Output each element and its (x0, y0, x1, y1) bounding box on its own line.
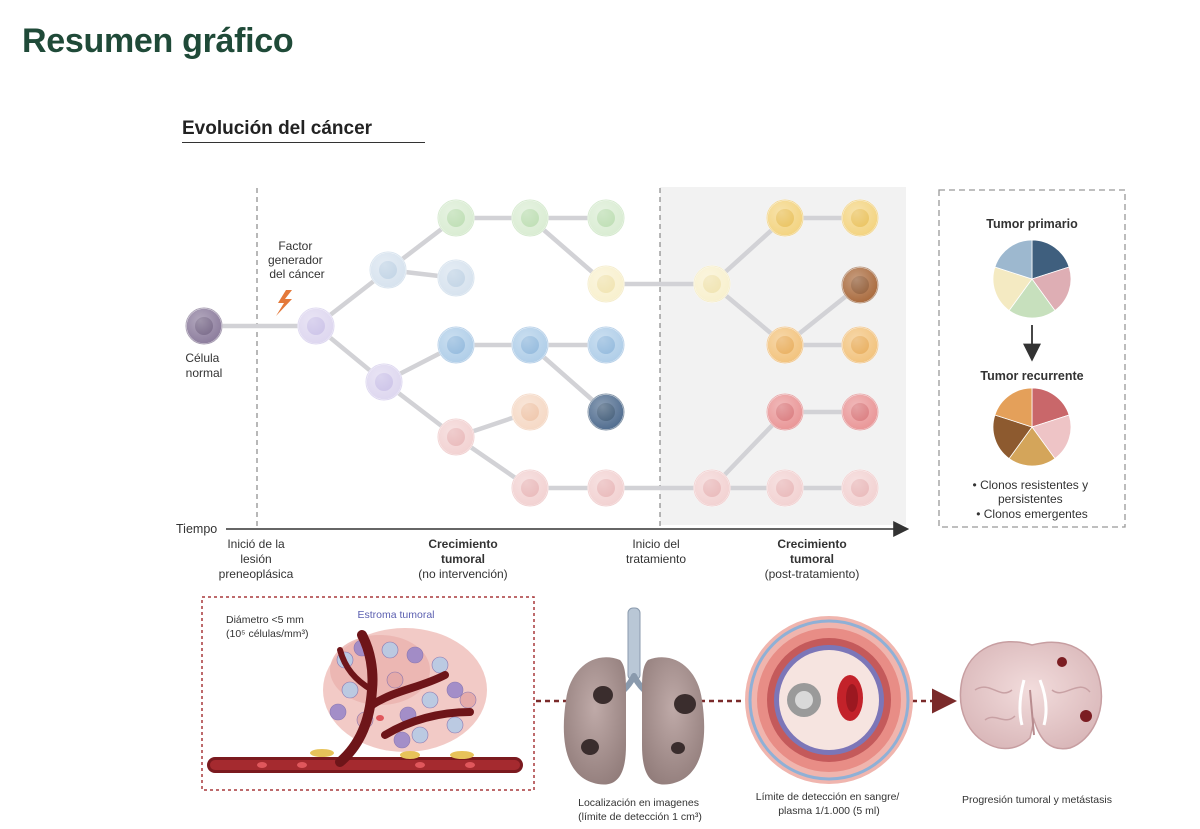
tumor-cell (766, 469, 804, 507)
tumor-cell (437, 418, 475, 456)
pie-slice (1031, 266, 1072, 312)
pie-slice (1031, 239, 1070, 280)
metastasis-caption: Progresión tumoral y metástasis (962, 794, 1112, 806)
recurrent-tumor-title: Tumor recurrente (980, 369, 1083, 383)
pie-slice (1008, 278, 1056, 319)
page-title: Resumen gráfico (22, 22, 294, 60)
recurrent-tumor-pie (992, 387, 1072, 467)
tumor-cell-dot (386, 671, 404, 689)
tumor-cell (587, 393, 625, 431)
normal-cell-label: Célula normal (185, 351, 222, 380)
tumor-cell (587, 326, 625, 364)
tumor-cell (369, 251, 407, 289)
tumor-cell (365, 363, 403, 401)
legend-notes: • Clonos resistentes y persistentes • Cl… (973, 478, 1092, 521)
normal-cell (185, 307, 223, 345)
tumor-cell-dot (411, 726, 429, 744)
section-title: Evolución del cáncer (182, 118, 425, 143)
pie-slice (1008, 426, 1056, 467)
tumor-microenvironment-box (201, 596, 535, 791)
blood-detection-caption: Límite de detección en sangre/ plasma 1/… (756, 791, 903, 817)
pie-slice (994, 239, 1033, 280)
tumor-cell (693, 469, 731, 507)
tumor-cell-dot (341, 681, 359, 699)
tumor-cell (587, 199, 625, 237)
tumor-cell (841, 326, 879, 364)
primary-tumor-pie (992, 239, 1072, 319)
lungs-illustration (563, 607, 705, 785)
tumor-cell (766, 326, 804, 364)
tumor-cell (437, 326, 475, 364)
pie-slice (1031, 387, 1070, 428)
tumor-cell (766, 199, 804, 237)
tumor-cell (841, 266, 879, 304)
tumor-size-label: Diámetro <5 mm (226, 614, 304, 626)
tumor-cell-dot (393, 731, 411, 749)
pie-slice (1031, 414, 1072, 460)
tumor-cell (297, 307, 335, 345)
tumor-cell-dot (446, 681, 464, 699)
pie-slice (994, 387, 1033, 428)
tumor-cell-dot (431, 656, 449, 674)
tumor-cell (511, 393, 549, 431)
imaging-caption: Localización en imagenes (límite de dete… (578, 797, 702, 823)
tumor-cell (587, 265, 625, 303)
tumor-cell (766, 393, 804, 431)
tumor-cell (511, 326, 549, 364)
tumor-cell (511, 469, 549, 507)
lineage-cells (185, 199, 879, 507)
tumor-cell-dot (446, 716, 464, 734)
tumor-cell (841, 393, 879, 431)
tumor-cell-dot (406, 646, 424, 664)
tumor-cell-dot (459, 691, 477, 709)
tumor-cell-dot (421, 691, 439, 709)
lightning-icon (276, 290, 292, 316)
brain-illustration (959, 640, 1103, 750)
tumor-density-label: (10⁵ células/mm³) (226, 628, 309, 640)
tumor-cell (841, 469, 879, 507)
tumor-cell (437, 199, 475, 237)
pie-slice (992, 414, 1033, 460)
legend-box (938, 189, 1126, 528)
tumor-cell (511, 199, 549, 237)
tumor-cell (841, 199, 879, 237)
time-axis-label: Tiempo (176, 522, 217, 536)
blood-vessel-illustration (745, 616, 913, 784)
tumor-cell-dot (381, 641, 399, 659)
stroma-label: Estroma tumoral (357, 609, 434, 621)
tumor-illustration (207, 628, 523, 773)
tumor-cell (437, 259, 475, 297)
tumor-cell (693, 265, 731, 303)
pie-slice (992, 266, 1033, 312)
tumor-cell-dot (329, 703, 347, 721)
factor-label: Factor generador del cáncer (268, 239, 326, 281)
tumor-cell (587, 469, 625, 507)
primary-tumor-title: Tumor primario (986, 217, 1078, 231)
